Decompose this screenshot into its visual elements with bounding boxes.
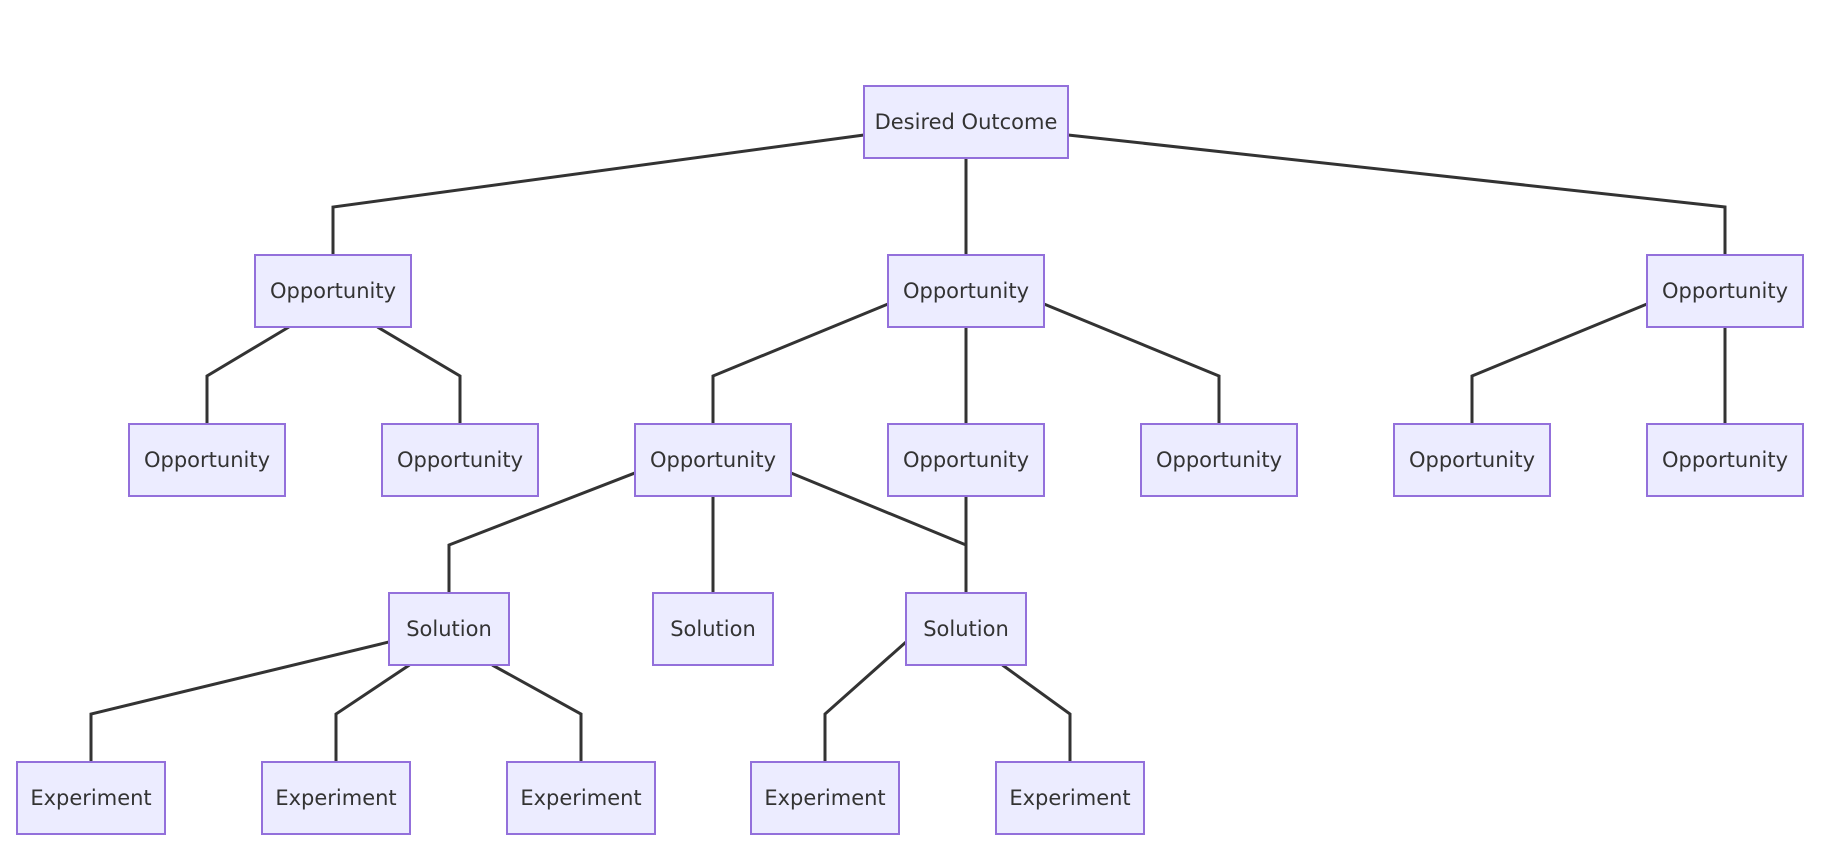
opportunity-label: Opportunity [650,448,776,472]
node-exp-5[interactable]: Experiment [995,761,1145,835]
edge-opp-b-to-opp-b1 [711,302,889,424]
node-opp-b2[interactable]: Opportunity [887,423,1045,497]
edge-sol-3-to-exp-4 [823,640,907,762]
opportunity-box[interactable] [1393,423,1551,497]
opportunity-box[interactable] [1646,254,1804,328]
edge-sol-1-to-exp-1 [89,640,390,762]
opportunity-box[interactable] [381,423,539,497]
node-opp-a1[interactable]: Opportunity [128,423,286,497]
solution-box[interactable] [388,592,510,666]
node-opp-c1[interactable]: Opportunity [1393,423,1551,497]
edges-layer [89,133,1727,762]
node-sol-2[interactable]: Solution [652,592,774,666]
experiment-box[interactable] [995,761,1145,835]
solution-label: Solution [406,617,492,641]
opportunity-label: Opportunity [903,448,1029,472]
edge-sol-1-to-exp-3 [491,663,583,762]
node-opp-a[interactable]: Opportunity [254,254,412,328]
node-exp-4[interactable]: Experiment [750,761,900,835]
node-opp-c[interactable]: Opportunity [1646,254,1804,328]
experiment-box[interactable] [261,761,411,835]
node-opp-b3[interactable]: Opportunity [1140,423,1298,497]
node-opp-a2[interactable]: Opportunity [381,423,539,497]
opportunity-box[interactable] [1646,423,1804,497]
experiment-label: Experiment [520,786,641,810]
node-outcome[interactable]: Desired Outcome [863,85,1069,159]
node-exp-1[interactable]: Experiment [16,761,166,835]
node-opp-b1[interactable]: Opportunity [634,423,792,497]
experiment-label: Experiment [1009,786,1130,810]
desired-outcome-label: Desired Outcome [875,110,1058,134]
node-exp-2[interactable]: Experiment [261,761,411,835]
opportunity-box[interactable] [254,254,412,328]
edge-sol-1-to-exp-2 [334,663,411,762]
solution-label: Solution [670,617,756,641]
experiment-box[interactable] [16,761,166,835]
experiment-label: Experiment [275,786,396,810]
opportunity-label: Opportunity [397,448,523,472]
opportunity-label: Opportunity [144,448,270,472]
edge-sol-3-to-exp-5 [1001,663,1072,762]
opportunity-box[interactable] [128,423,286,497]
opportunity-box[interactable] [887,254,1045,328]
edge-outcome-to-opp-c [1067,133,1727,255]
opportunity-label: Opportunity [1662,448,1788,472]
node-sol-3[interactable]: Solution [905,592,1027,666]
edge-opp-c-to-opp-c1 [1470,302,1648,424]
solution-label: Solution [923,617,1009,641]
opportunity-label: Opportunity [903,279,1029,303]
node-exp-3[interactable]: Experiment [506,761,656,835]
edge-opp-a-to-opp-a1 [205,325,290,424]
node-opp-c2[interactable]: Opportunity [1646,423,1804,497]
opportunity-label: Opportunity [1662,279,1788,303]
edge-opp-a-to-opp-a2 [376,325,462,424]
opportunity-box[interactable] [634,423,792,497]
opportunity-label: Opportunity [1409,448,1535,472]
experiment-label: Experiment [764,786,885,810]
node-sol-1[interactable]: Solution [388,592,510,666]
solution-box[interactable] [905,592,1027,666]
edge-opp-b-to-opp-b3 [1043,302,1221,424]
opportunity-box[interactable] [887,423,1045,497]
opportunity-box[interactable] [1140,423,1298,497]
opportunity-label: Opportunity [270,279,396,303]
desired-outcome-box[interactable] [863,85,1069,159]
opportunity-label: Opportunity [1156,448,1282,472]
edge-opp-b1-to-sol-1 [447,471,636,593]
edge-outcome-to-opp-a [331,133,865,255]
experiment-box[interactable] [750,761,900,835]
solution-box[interactable] [652,592,774,666]
experiment-box[interactable] [506,761,656,835]
node-opp-b[interactable]: Opportunity [887,254,1045,328]
experiment-label: Experiment [30,786,151,810]
